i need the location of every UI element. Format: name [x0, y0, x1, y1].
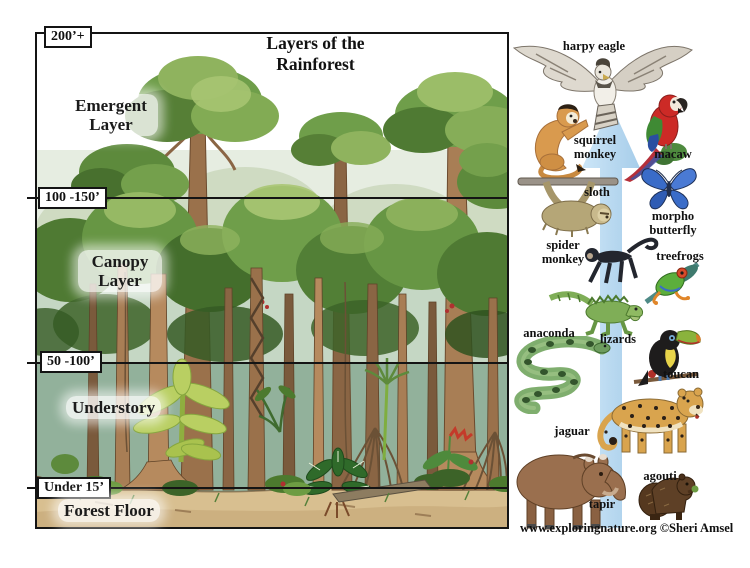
agouti-label: agouti [643, 469, 677, 483]
layer-label-canopy: Canopy Layer [78, 250, 162, 292]
anaconda-illustration [510, 336, 614, 414]
lizards-label: lizards [599, 332, 637, 346]
layer-line-100-150 [27, 197, 509, 199]
layer-label-forest-floor: Forest Floor [58, 499, 160, 522]
squirrel-monkey-label: squirrel monkey [573, 133, 617, 161]
jaguar-illustration [584, 374, 714, 471]
forest-illustration [35, 56, 509, 529]
height-label-under-15: Under 15’ [37, 477, 112, 499]
layer-label-emergent: Emergent Layer [64, 94, 158, 136]
layer-line-under-15 [27, 487, 509, 489]
macaw-illustration [618, 86, 704, 184]
height-label-50-100: 50 -100’ [40, 351, 102, 373]
title-line-1: Layers of the [266, 33, 365, 53]
squirrel-monkey-illustration [522, 96, 596, 182]
treefrog-illustration [642, 258, 706, 308]
toucan-label: toucan [662, 367, 700, 381]
canopy-tree-trunks [86, 263, 500, 491]
morpho-butterfly-label: morpho butterfly [649, 209, 697, 237]
credit-text: www.exploringnature.org ©Sheri Amsel [520, 521, 734, 535]
harpy-eagle-illustration [506, 28, 698, 136]
layer-line-50-100 [27, 362, 509, 364]
macaw-label: macaw [654, 147, 692, 161]
spider-monkey-illustration [572, 228, 662, 288]
morpho-butterfly-illustration [638, 162, 702, 214]
sloth-illustration [516, 172, 622, 242]
harpy-eagle-label: harpy eagle [562, 39, 626, 53]
iguana-illustration [548, 288, 648, 338]
height-label-200: 200’+ [44, 26, 92, 48]
layer-label-understory: Understory [66, 396, 162, 419]
agouti-illustration [630, 466, 704, 524]
anaconda-label: anaconda [523, 326, 575, 340]
sloth-label: sloth [584, 185, 610, 199]
spider-monkey-label: spider monkey [541, 238, 585, 266]
treefrogs-label: treefrogs [656, 249, 704, 263]
title-line-2: Rainforest [276, 54, 355, 74]
canopy-band [35, 184, 509, 362]
tapir-illustration [513, 442, 627, 532]
jaguar-label: jaguar [554, 424, 590, 438]
diagram-title: Layers of the Rainforest [228, 33, 403, 75]
height-label-100-150: 100 -150’ [38, 187, 107, 209]
toucan-illustration [626, 318, 708, 394]
tapir-label: tapir [588, 497, 616, 511]
